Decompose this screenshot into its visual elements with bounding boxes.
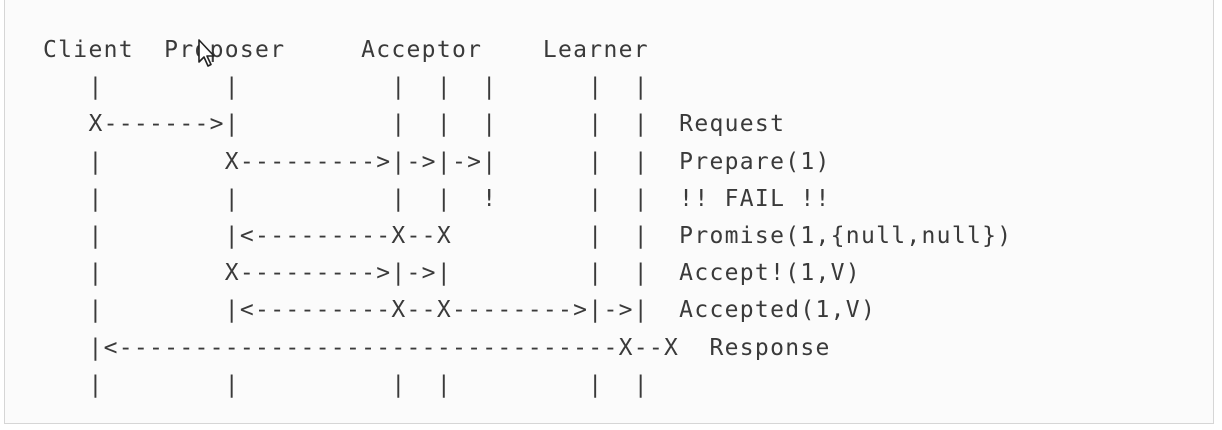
diagram-row-prepare: | X--------->|->|->| | | Prepare(1) — [43, 148, 831, 175]
paxos-sequence-diagram: Client Proposer Acceptor Learner | | | |… — [43, 32, 1012, 404]
diagram-row: | | | | | | | — [43, 74, 649, 101]
diagram-row-accepted: | |<---------X--X-------->|->| Accepted(… — [43, 297, 877, 324]
mouse-pointer-icon — [198, 39, 215, 67]
diagram-header-row: Client Proposer Acceptor Learner — [43, 37, 649, 63]
diagram-row-promise: | |<---------X--X | | Promise(1,{null,nu… — [43, 222, 1013, 249]
diagram-row-response: |<---------------------------------X--X … — [43, 334, 831, 361]
diagram-row-fail: | | | | ! | | !! FAIL !! — [43, 185, 831, 212]
diagram-row-request: X------->| | | | | | Request — [43, 111, 786, 138]
diagram-frame: Client Proposer Acceptor Learner | | | |… — [4, 0, 1214, 424]
diagram-row: | | | | | | — [43, 371, 649, 398]
diagram-row-accept: | X--------->|->| | | Accept!(1,V) — [43, 260, 861, 287]
